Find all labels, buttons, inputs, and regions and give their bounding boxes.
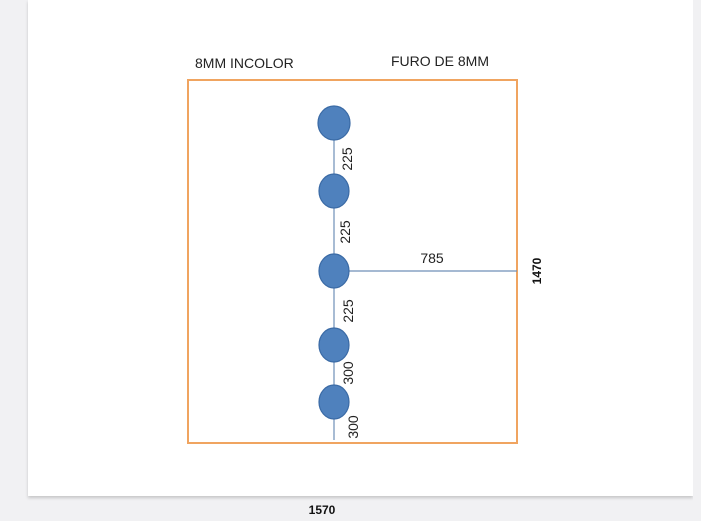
spacing-label-1: 225 xyxy=(339,147,355,171)
spacing-label-4: 300 xyxy=(340,361,356,385)
hole-size-label: FURO DE 8MM xyxy=(391,53,489,69)
page-sheet xyxy=(28,0,693,496)
glass-panel-outline xyxy=(187,79,518,444)
height-label: 1470 xyxy=(530,257,544,284)
hole-5 xyxy=(318,384,350,420)
width-label: 1570 xyxy=(309,503,336,517)
glass-type-label: 8MM INCOLOR xyxy=(195,55,294,71)
spacing-label-3: 225 xyxy=(340,299,356,323)
spacing-label-5: 300 xyxy=(345,415,361,439)
hole-4 xyxy=(318,327,350,363)
hole-1 xyxy=(317,105,351,141)
scroll-track[interactable] xyxy=(693,0,701,521)
spacing-label-2: 225 xyxy=(337,220,353,244)
horizontal-offset-label: 785 xyxy=(420,250,444,266)
hole-3 xyxy=(318,253,350,289)
hole-2 xyxy=(318,173,350,209)
